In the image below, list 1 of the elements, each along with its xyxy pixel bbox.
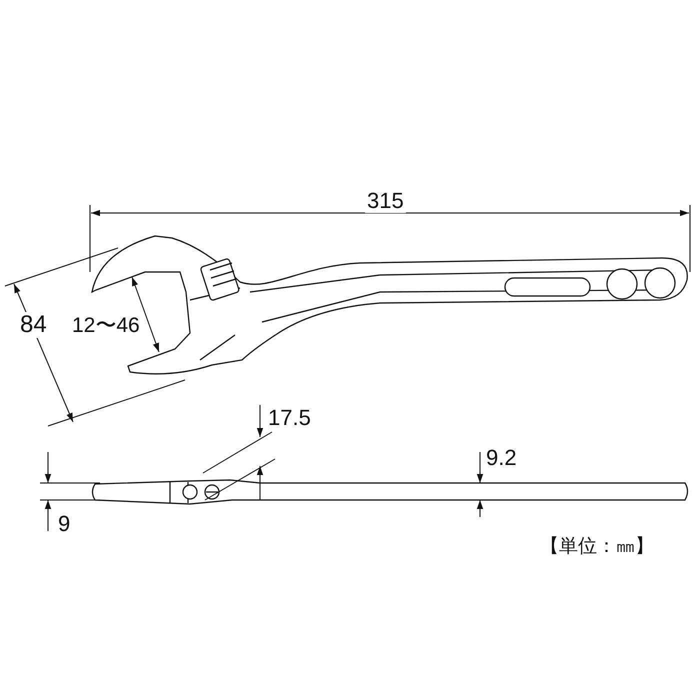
dimension-label: 84 [18, 312, 49, 338]
